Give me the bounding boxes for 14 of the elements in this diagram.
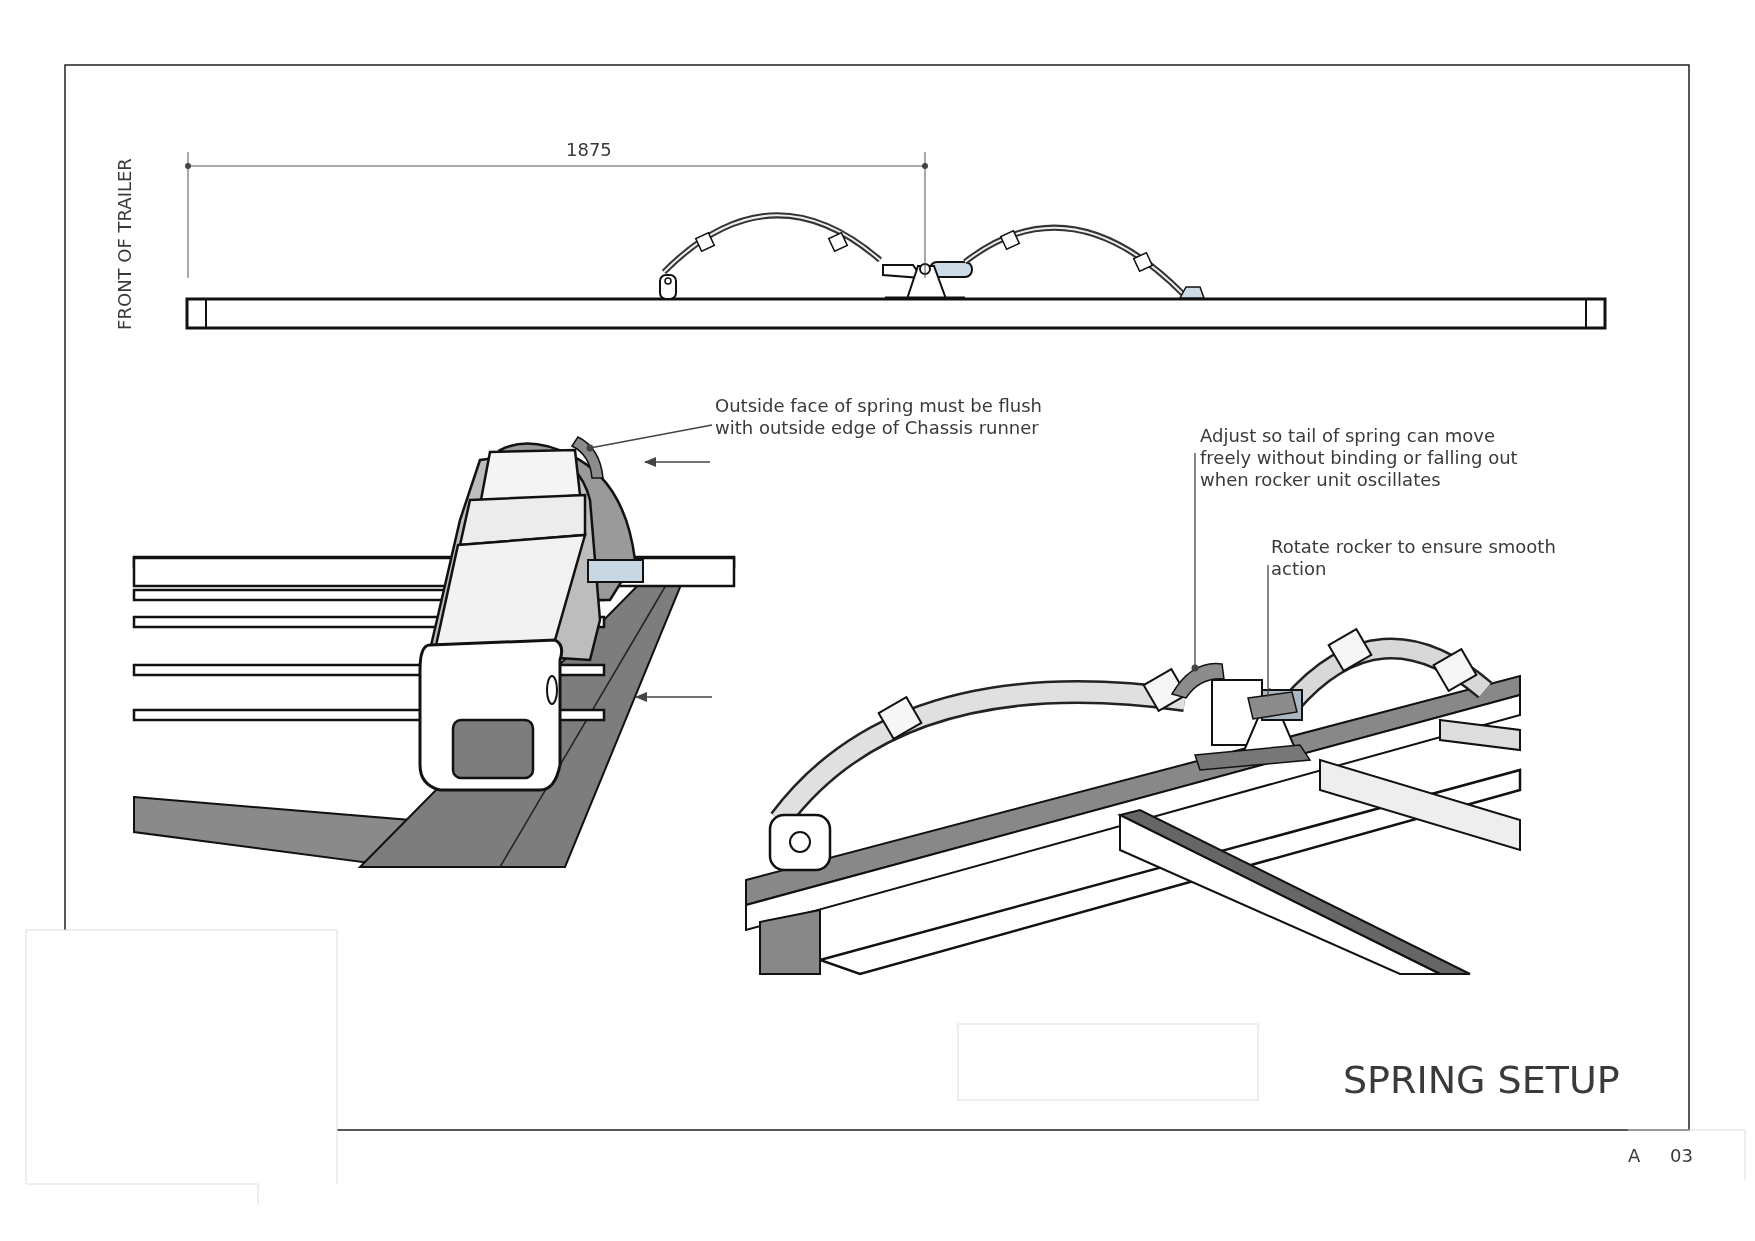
rocker-arm: [1247, 691, 1298, 720]
callout-text: Outside face of spring must be flush with outside edge of Chassis runner: [715, 395, 1055, 439]
leader-line: [1267, 564, 1269, 698]
drawing-title: SPRING SETUP: [1343, 1058, 1620, 1102]
sheet-number: 03: [1670, 1145, 1693, 1167]
callout-text: Adjust so tail of spring can move freely without binding or falling out when rocker unit oscillates: [1200, 425, 1530, 491]
callout-text: Rotate rocker to ensure smooth action: [1271, 536, 1581, 580]
sheet-size: A: [1628, 1145, 1641, 1167]
spring-tail: [1171, 662, 1225, 699]
dimension-value: 1875: [566, 139, 612, 161]
leader-line: [1191, 452, 1199, 672]
leader-line: [586, 424, 713, 452]
spring-face: [571, 436, 604, 479]
direction-note: FRONT OF TRAILER: [114, 157, 136, 332]
